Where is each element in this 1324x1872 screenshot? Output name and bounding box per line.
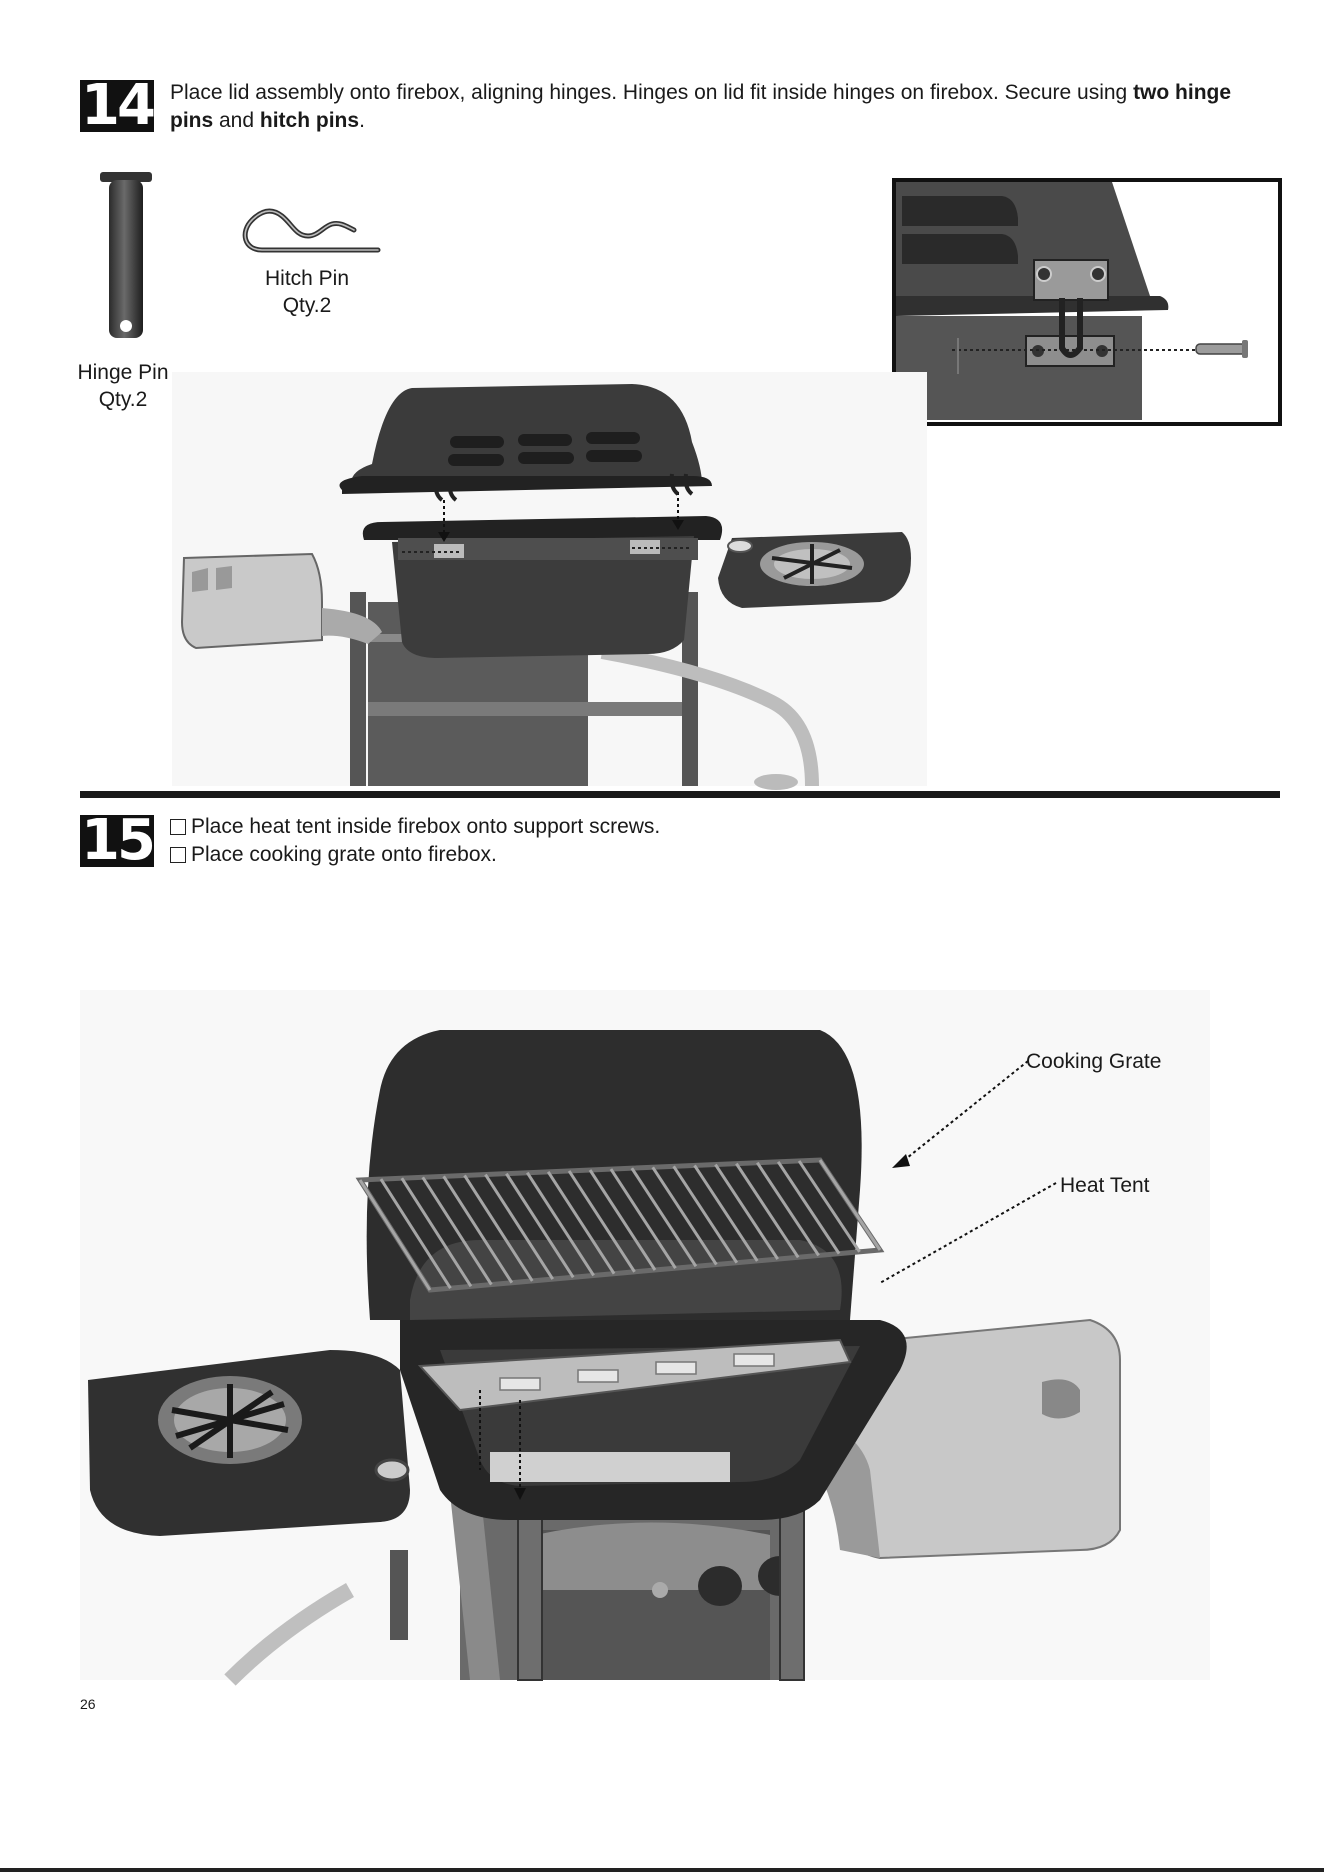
step-14-grill-illustration [172,372,927,786]
step-15-grill-illustration [80,990,1210,1680]
step-14-instruction: Place lid assembly onto firebox, alignin… [170,79,1280,135]
checklist-item: Place heat tent inside firebox onto supp… [170,813,1070,841]
hinge-detail-inset [892,178,1282,426]
heat-tent-callout: Heat Tent [1060,1172,1180,1199]
section-divider [80,791,1280,798]
checklist-item-text: Place heat tent inside firebox onto supp… [191,815,660,838]
hitch-pin-label: Hitch Pin Qty.2 [250,265,364,319]
hitch-pin-name: Hitch Pin [250,265,364,292]
checklist-item: Place cooking grate onto firebox. [170,841,1070,869]
cooking-grate-callout: Cooking Grate [1026,1048,1186,1075]
hinge-pin-illustration [96,172,156,342]
hinge-pin-label: Hinge Pin Qty.2 [62,359,184,413]
page-number: 26 [80,1696,96,1712]
checklist-item-text: Place cooking grate onto firebox. [191,843,497,866]
step-14-text-b: and [213,109,260,132]
hitch-pin-qty: Qty.2 [250,292,364,319]
step-14-text-c: . [359,109,365,132]
hinge-pin-qty: Qty.2 [62,386,184,413]
step-14-text-a: Place lid assembly onto firebox, alignin… [170,81,1133,104]
checkbox-icon[interactable] [170,847,186,863]
step-15-number: 15 [80,815,154,867]
page-bottom-edge [0,1868,1324,1872]
step-14-bold-b: hitch pins [260,109,359,132]
step-15-checklist: Place heat tent inside firebox onto supp… [170,813,1070,869]
step-14-number: 14 [80,80,154,132]
checkbox-icon[interactable] [170,819,186,835]
hitch-pin-illustration [238,200,378,256]
hinge-pin-name: Hinge Pin [62,359,184,386]
